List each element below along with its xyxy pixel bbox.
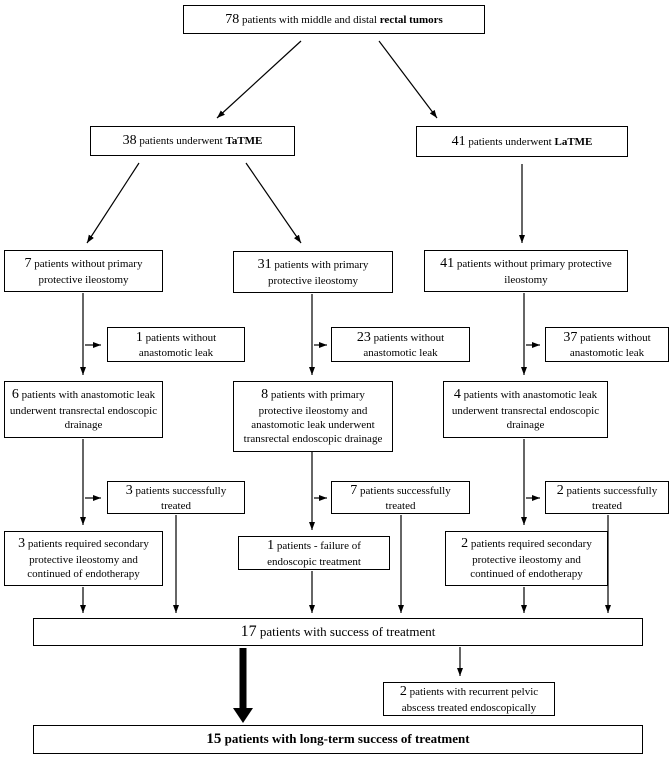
thick-arrow-head	[233, 708, 253, 723]
ileostomy-drainage-count: 8	[261, 387, 269, 403]
total-count: 78	[225, 11, 240, 27]
tatme-no-ileostomy-count: 7	[24, 256, 32, 271]
latme-secondary-count: 2	[461, 536, 469, 552]
latme-secondary-text: patients required secondary protective i…	[468, 538, 592, 581]
ileostomy-no-leak-count: 23	[356, 329, 371, 345]
tatme-no-leak-count: 1	[135, 329, 143, 345]
box-latme-treated-label: 2 patients successfully treated	[550, 482, 664, 514]
tatme-secondary-count: 3	[18, 536, 26, 552]
longterm-count: 15	[206, 730, 222, 747]
box-tatme-ileostomy-label: 31 patients with primary protective ileo…	[238, 256, 388, 288]
box-total-patients-label: 78 patients with middle and distal recta…	[225, 11, 443, 29]
box-latme-drainage: 4 patients with anastomotic leak underwe…	[443, 381, 608, 438]
box-success-of-treatment-label: 17 patients with success of treatment	[241, 622, 436, 642]
tatme-secondary-text: patients required secondary protective i…	[25, 538, 149, 581]
box-ileostomy-no-leak: 23 patients without anastomotic leak	[331, 327, 470, 362]
tatme-treated-text: patients successfully treated	[132, 484, 227, 513]
latme-text: patients underwent	[465, 135, 555, 148]
box-tatme-ileostomy: 31 patients with primary protective ileo…	[233, 251, 393, 293]
tatme-ileostomy-count: 31	[257, 257, 272, 272]
box-tatme-secondary-label: 3 patients required secondary protective…	[9, 535, 158, 581]
tatme-treated-count: 3	[125, 482, 133, 498]
latme-bold: LaTME	[554, 135, 593, 148]
ileostomy-no-leak-text: patients without anastomotic leak	[363, 331, 445, 360]
box-latme-drainage-label: 4 patients with anastomotic leak underwe…	[448, 386, 603, 432]
tatme-drainage-text: patients with anastomotic leak underwent…	[9, 389, 158, 432]
latme-count: 41	[451, 133, 466, 149]
success-count: 17	[240, 622, 257, 640]
box-latme-secondary-label: 2 patients required secondary protective…	[450, 535, 603, 581]
ileostomy-failure-text: patients - failure of endoscopic treatme…	[267, 540, 361, 568]
box-ileostomy-treated: 7 patients successfully treated	[331, 481, 470, 514]
box-tatme-no-leak-label: 1 patients without anastomotic leak	[112, 329, 240, 361]
longterm-text: patients with long-term success of treat…	[221, 730, 470, 746]
box-latme-treated: 2 patients successfully treated	[545, 481, 669, 514]
box-tatme-no-ileostomy: 7 patients without primary protective il…	[4, 250, 163, 292]
box-tatme-label: 38 patients underwent TaTME	[123, 132, 263, 150]
box-ileostomy-failure-label: 1 patients - failure of endoscopic treat…	[243, 537, 385, 569]
box-latme-no-leak-label: 37 patients without anastomotic leak	[550, 329, 664, 361]
latme-no-ileostomy-text: patients without primary protective ileo…	[454, 258, 612, 286]
box-ileostomy-treated-label: 7 patients successfully treated	[336, 482, 465, 514]
tatme-text: patients underwent	[136, 135, 226, 148]
thick-arrow-success-to-longterm	[233, 648, 253, 723]
box-tatme-drainage: 6 patients with anastomotic leak underwe…	[4, 381, 163, 438]
tatme-bold: TaTME	[225, 135, 263, 148]
box-tatme-secondary: 3 patients required secondary protective…	[4, 531, 163, 586]
box-latme: 41 patients underwent LaTME	[416, 126, 628, 157]
box-latme-no-leak: 37 patients without anastomotic leak	[545, 327, 669, 362]
box-ileostomy-drainage-label: 8 patients with primary protective ileos…	[238, 386, 388, 446]
latme-drainage-text: patients with anastomotic leak underwent…	[451, 389, 600, 432]
tatme-no-ileostomy-text: patients without primary protective ileo…	[31, 258, 143, 286]
box-success-of-treatment: 17 patients with success of treatment	[33, 618, 643, 646]
arrow-total-to-latme	[378, 40, 438, 119]
box-tatme-treated-label: 3 patients successfully treated	[112, 482, 240, 514]
box-tatme-drainage-label: 6 patients with anastomotic leak underwe…	[9, 386, 158, 432]
latme-treated-count: 2	[556, 482, 564, 498]
box-total-patients: 78 patients with middle and distal recta…	[183, 5, 485, 34]
box-ileostomy-no-leak-label: 23 patients without anastomotic leak	[336, 329, 465, 361]
latme-no-ileostomy-count: 41	[440, 256, 455, 271]
recurrent-count: 2	[399, 684, 407, 700]
ileostomy-treated-text: patients successfully treated	[357, 484, 451, 513]
latme-drainage-count: 4	[453, 387, 461, 403]
latme-no-leak-text: patients without anastomotic leak	[569, 331, 651, 360]
box-tatme-treated: 3 patients successfully treated	[107, 481, 245, 514]
box-ileostomy-failure: 1 patients - failure of endoscopic treat…	[238, 536, 390, 570]
box-latme-label: 41 patients underwent LaTME	[452, 133, 593, 151]
box-tatme: 38 patients underwent TaTME	[90, 126, 295, 156]
box-ileostomy-drainage: 8 patients with primary protective ileos…	[233, 381, 393, 452]
total-bold: rectal tumors	[379, 13, 443, 26]
ileostomy-drainage-text: patients with primary protective ileosto…	[243, 389, 383, 446]
arrow-tatme-to-ileostomy	[245, 162, 302, 244]
box-recurrent-abscess-label: 2 patients with recurrent pelvic abscess…	[388, 683, 550, 715]
box-latme-secondary: 2 patients required secondary protective…	[445, 531, 608, 586]
success-text: patients with success of treatment	[256, 623, 436, 639]
ileostomy-treated-count: 7	[350, 482, 358, 498]
ileostomy-failure-count: 1	[267, 538, 275, 554]
tatme-drainage-count: 6	[11, 387, 19, 403]
arrow-tatme-to-no-ileostomy	[86, 162, 140, 244]
box-tatme-no-leak: 1 patients without anastomotic leak	[107, 327, 245, 362]
box-latme-no-ileostomy: 41 patients without primary protective i…	[424, 250, 628, 292]
latme-treated-text: patients successfully treated	[563, 484, 658, 513]
box-longterm-success: 15 patients with long-term success of tr…	[33, 725, 643, 754]
arrow-total-to-tatme	[216, 40, 302, 119]
box-recurrent-abscess: 2 patients with recurrent pelvic abscess…	[383, 682, 555, 716]
tatme-no-leak-text: patients without anastomotic leak	[138, 331, 217, 360]
box-latme-no-ileostomy-label: 41 patients without primary protective i…	[429, 255, 623, 287]
recurrent-text: patients with recurrent pelvic abscess t…	[401, 686, 539, 714]
total-text: patients with middle and distal	[239, 13, 380, 26]
box-tatme-no-ileostomy-label: 7 patients without primary protective il…	[9, 255, 158, 287]
box-longterm-success-label: 15 patients with long-term success of tr…	[206, 730, 469, 749]
tatme-ileostomy-text: patients with primary protective ileosto…	[267, 259, 369, 287]
latme-no-leak-count: 37	[563, 329, 578, 345]
tatme-count: 38	[122, 133, 137, 149]
